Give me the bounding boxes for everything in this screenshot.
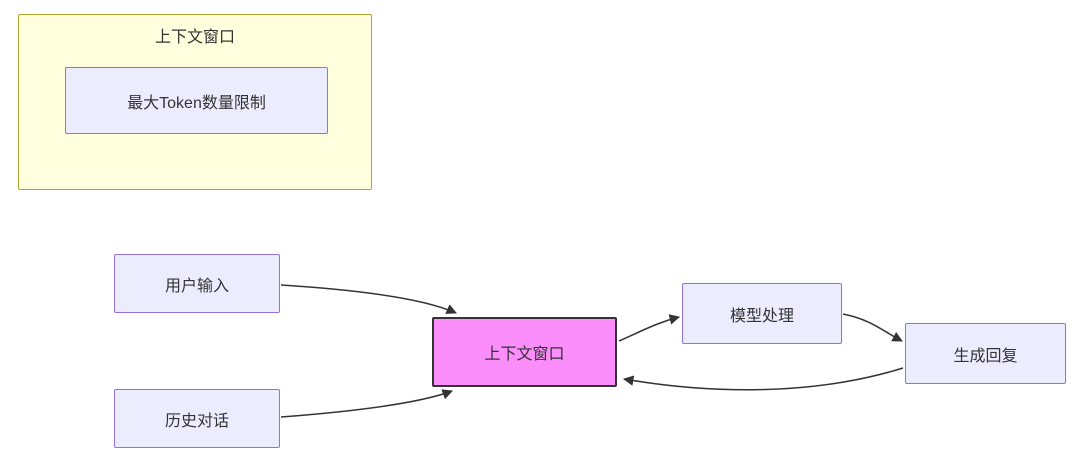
node-user-input: 用户输入 [114, 254, 280, 313]
cluster-title: 上下文窗口 [154, 29, 235, 46]
edge-user-input-to-context [280, 284, 457, 314]
edge-context-to-model [618, 314, 681, 342]
edge-model-to-reply [842, 313, 903, 342]
cluster-context-window: 上下文窗口 最大Token数量限制 [18, 14, 372, 190]
node-generate-reply: 生成回复 [905, 323, 1066, 384]
edge-history-to-context [280, 389, 453, 418]
node-max-token-limit: 最大Token数量限制 [65, 67, 328, 134]
node-context-window: 上下文窗口 [432, 317, 617, 387]
edge-reply-to-context [622, 367, 904, 391]
node-history-dialog: 历史对话 [114, 389, 280, 448]
node-model-process: 模型处理 [682, 283, 842, 344]
